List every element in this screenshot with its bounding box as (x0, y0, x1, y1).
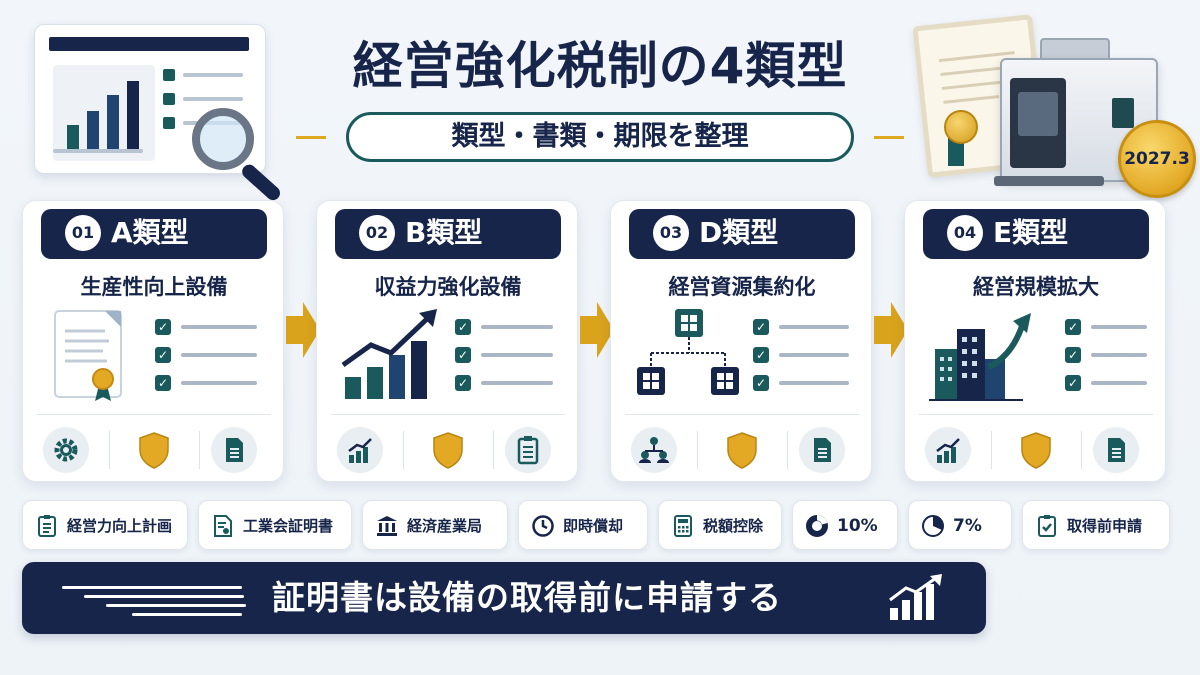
chip-label: 7% (953, 516, 982, 536)
chip-business-plan: 経営力向上計画 (22, 500, 188, 550)
type-card-e: 04 E類型 経営規模拡大 ✓ ✓ ✓ (904, 200, 1166, 482)
calculator-icon (674, 515, 692, 537)
key-message-banner: 証明書は設備の取得前に申請する (22, 562, 986, 634)
chart-icon (337, 427, 383, 473)
page-title: 経営強化税制の4類型 (352, 37, 848, 95)
shield-icon (1013, 427, 1059, 473)
control-panel-icon (1112, 98, 1134, 128)
checklist-icon (38, 515, 56, 537)
subtitle-line-right (874, 136, 904, 139)
arrow-right-icon (580, 302, 614, 358)
document-icon (1093, 427, 1139, 473)
chip-industry-certificate: 工業会証明書 (198, 500, 352, 550)
chip-label: 10% (837, 516, 878, 536)
shield-icon (425, 427, 471, 473)
check-icon: ✓ (455, 347, 471, 363)
window-title-bar (49, 37, 249, 51)
type-card-b: 02 B類型 収益力強化設備 ✓ ✓ ✓ (316, 200, 578, 482)
clock-icon (532, 515, 554, 537)
check-icon: ✓ (455, 319, 471, 335)
chip-pre-acquisition-application: 取得前申請 (1022, 500, 1170, 550)
medal-icon (944, 110, 978, 144)
speed-line (106, 604, 246, 607)
bar-chart-icon (53, 65, 155, 161)
certificate-icon (54, 310, 122, 401)
gear-icon (43, 427, 89, 473)
check-icon: ✓ (753, 319, 769, 335)
card-type: E類型 (993, 216, 1069, 249)
pie-chart-icon (922, 515, 944, 537)
type-card-d: 03 D類型 経営資源集約化 ✓ ✓ ✓ (610, 200, 872, 482)
check-icon: ✓ (155, 375, 171, 391)
check-clipboard-icon (1038, 515, 1056, 537)
chip-meti-bureau: 経済産業局 (362, 500, 508, 550)
growth-chart-icon (341, 309, 437, 399)
clipboard-icon (505, 427, 551, 473)
check-icon (163, 93, 175, 105)
people-network-icon (631, 427, 677, 473)
speed-line (132, 613, 242, 616)
speed-line (62, 586, 242, 589)
card-type: B類型 (405, 216, 483, 249)
chip-immediate-depreciation: 即時償却 (518, 500, 648, 550)
chart-icon (925, 427, 971, 473)
chip-label: 税額控除 (703, 517, 764, 535)
deadline-seal: 2027.3 (1118, 120, 1196, 198)
magnifier-icon (192, 108, 254, 170)
chip-10-percent: 10% (792, 500, 898, 550)
shield-icon (719, 427, 765, 473)
type-card-a: 01 A類型 生産性向上設備 ✓ ✓ ✓ (22, 200, 284, 482)
card-number: 03 (653, 215, 689, 251)
check-icon: ✓ (455, 375, 471, 391)
shield-icon (131, 427, 177, 473)
rising-chart-icon (889, 574, 942, 620)
card-subtitle: 経営規模拡大 (973, 275, 1099, 299)
check-icon: ✓ (1065, 375, 1081, 391)
chip-label: 経営力向上計画 (67, 517, 173, 535)
document-icon (211, 427, 257, 473)
donut-chart-icon (806, 515, 828, 537)
check-icon (163, 69, 175, 81)
check-icon: ✓ (1065, 319, 1081, 335)
arrow-right-icon (874, 302, 908, 358)
subtitle-group: 類型・書類・期限を整理 (296, 112, 904, 162)
card-subtitle: 経営資源集約化 (668, 275, 816, 299)
banner-message: 証明書は設備の取得前に申請する (272, 578, 782, 617)
subtitle-line-left (296, 136, 326, 139)
check-icon: ✓ (753, 347, 769, 363)
certificate-doc-icon (214, 515, 232, 537)
card-subtitle: 生産性向上設備 (80, 275, 228, 299)
card-subtitle: 収益力強化設備 (374, 275, 522, 299)
subtitle: 類型・書類・期限を整理 (346, 112, 854, 162)
check-icon: ✓ (155, 319, 171, 335)
org-chart-icon (637, 309, 739, 395)
card-number: 02 (359, 215, 395, 251)
card-type: D類型 (699, 216, 779, 249)
card-number: 04 (947, 215, 983, 251)
chip-tax-credit: 税額控除 (658, 500, 782, 550)
speed-line (84, 595, 244, 598)
check-icon: ✓ (155, 347, 171, 363)
chip-label: 経済産業局 (407, 517, 483, 535)
chip-7-percent: 7% (908, 500, 1012, 550)
check-icon: ✓ (753, 375, 769, 391)
card-type: A類型 (111, 216, 189, 249)
chip-label: 取得前申請 (1067, 517, 1143, 535)
chip-label: 即時償却 (563, 517, 624, 535)
buildings-growth-icon (929, 313, 1031, 401)
chip-label: 工業会証明書 (243, 517, 334, 535)
document-icon (799, 427, 845, 473)
card-number: 01 (65, 215, 101, 251)
arrow-right-icon (286, 302, 320, 358)
government-building-icon (377, 516, 397, 536)
check-icon (163, 117, 175, 129)
check-icon: ✓ (1065, 347, 1081, 363)
